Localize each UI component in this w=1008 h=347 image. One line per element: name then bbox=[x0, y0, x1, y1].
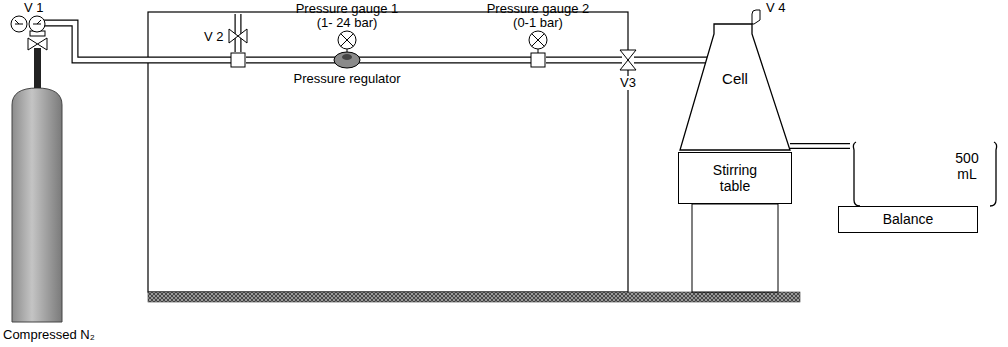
valve-label: V 1 bbox=[24, 1, 44, 15]
stirring-table: Stirring table bbox=[678, 152, 792, 204]
reaction-cell: Cell bbox=[680, 18, 790, 150]
outlet-tube bbox=[790, 146, 850, 147]
valve-label: V 2 bbox=[204, 30, 224, 44]
node-text: Balance bbox=[883, 211, 934, 227]
beaker-outline bbox=[850, 140, 1000, 206]
pressure-gauge bbox=[338, 31, 356, 49]
collection-beaker: 500 mL bbox=[850, 140, 1000, 206]
pressure-regulator bbox=[334, 52, 360, 68]
gas-label: Compressed N₂ bbox=[3, 328, 95, 342]
node-text: Cell bbox=[722, 70, 748, 87]
valve-symbol bbox=[28, 38, 47, 50]
gauge-label: Pressure gauge 1 bbox=[296, 2, 399, 16]
gauge-label: Pressure gauge 2 bbox=[487, 2, 590, 16]
gauge-range: (1- 24 bar) bbox=[317, 16, 378, 30]
valve-symbol bbox=[620, 50, 636, 70]
panel-housing bbox=[148, 12, 628, 292]
node-text: 500 mL bbox=[950, 150, 984, 182]
gauge-stem bbox=[538, 49, 539, 53]
valve-symbol bbox=[229, 29, 247, 43]
valve-label: V3 bbox=[618, 76, 638, 90]
regulator-label: Pressure regulator bbox=[294, 72, 401, 86]
cylinder-gauges bbox=[11, 16, 45, 32]
gas-cylinder bbox=[12, 88, 62, 322]
tee-junction bbox=[531, 53, 545, 67]
bench-base bbox=[148, 292, 800, 302]
cylinder-neck bbox=[34, 48, 41, 88]
balance-box: Balance bbox=[838, 206, 978, 233]
stirrer-pedestal bbox=[692, 204, 778, 292]
valve-label: V 4 bbox=[766, 1, 786, 15]
regulator-knob bbox=[342, 54, 352, 60]
node-text: Stirring table bbox=[700, 162, 770, 194]
pipes bbox=[44, 14, 709, 60]
valve-stopper bbox=[752, 10, 760, 24]
pressure-gauge bbox=[529, 31, 547, 49]
gauge-range: (0-1 bar) bbox=[513, 16, 563, 30]
tee-junction bbox=[231, 53, 245, 67]
